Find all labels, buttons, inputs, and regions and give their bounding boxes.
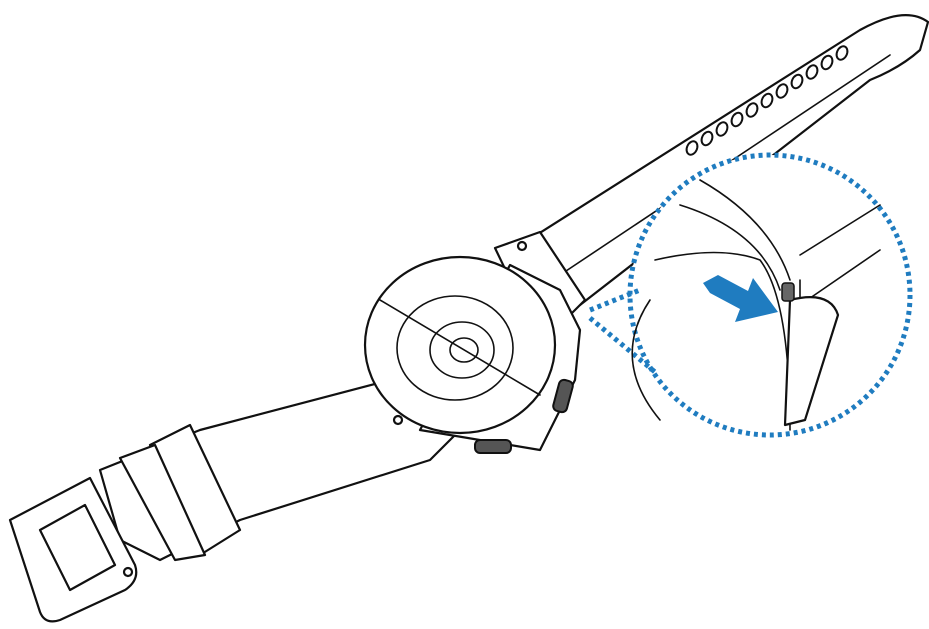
strap-hole	[730, 111, 744, 128]
watch-sensor-inner	[429, 321, 495, 379]
arrow-icon	[703, 275, 778, 322]
strap-hole	[805, 64, 819, 80]
strap-hole	[685, 140, 699, 156]
strap-hole	[790, 73, 804, 90]
watch-button-top	[552, 378, 574, 414]
strap-hole	[760, 92, 774, 109]
watch-sensor-ring	[396, 295, 514, 401]
strap-hole	[745, 102, 759, 118]
strap-holes	[685, 45, 849, 156]
strap-hole	[715, 121, 729, 137]
strap-hole	[700, 130, 714, 147]
watch-screw	[392, 414, 404, 426]
magnifier-callout-icon	[588, 152, 913, 438]
buckle-rivet	[122, 566, 134, 578]
watch-button-bottom	[474, 439, 512, 454]
buckle-inner	[38, 503, 117, 592]
upper-strap	[503, 14, 929, 307]
lug-pin	[516, 240, 528, 252]
watch-back-divider	[379, 299, 541, 396]
strap-loop-2	[118, 443, 207, 562]
strap-hole	[775, 83, 789, 99]
watch-back	[363, 255, 557, 435]
strap-hole	[835, 45, 849, 61]
watch-sensor-center	[449, 337, 479, 363]
strap-hole	[820, 54, 834, 71]
